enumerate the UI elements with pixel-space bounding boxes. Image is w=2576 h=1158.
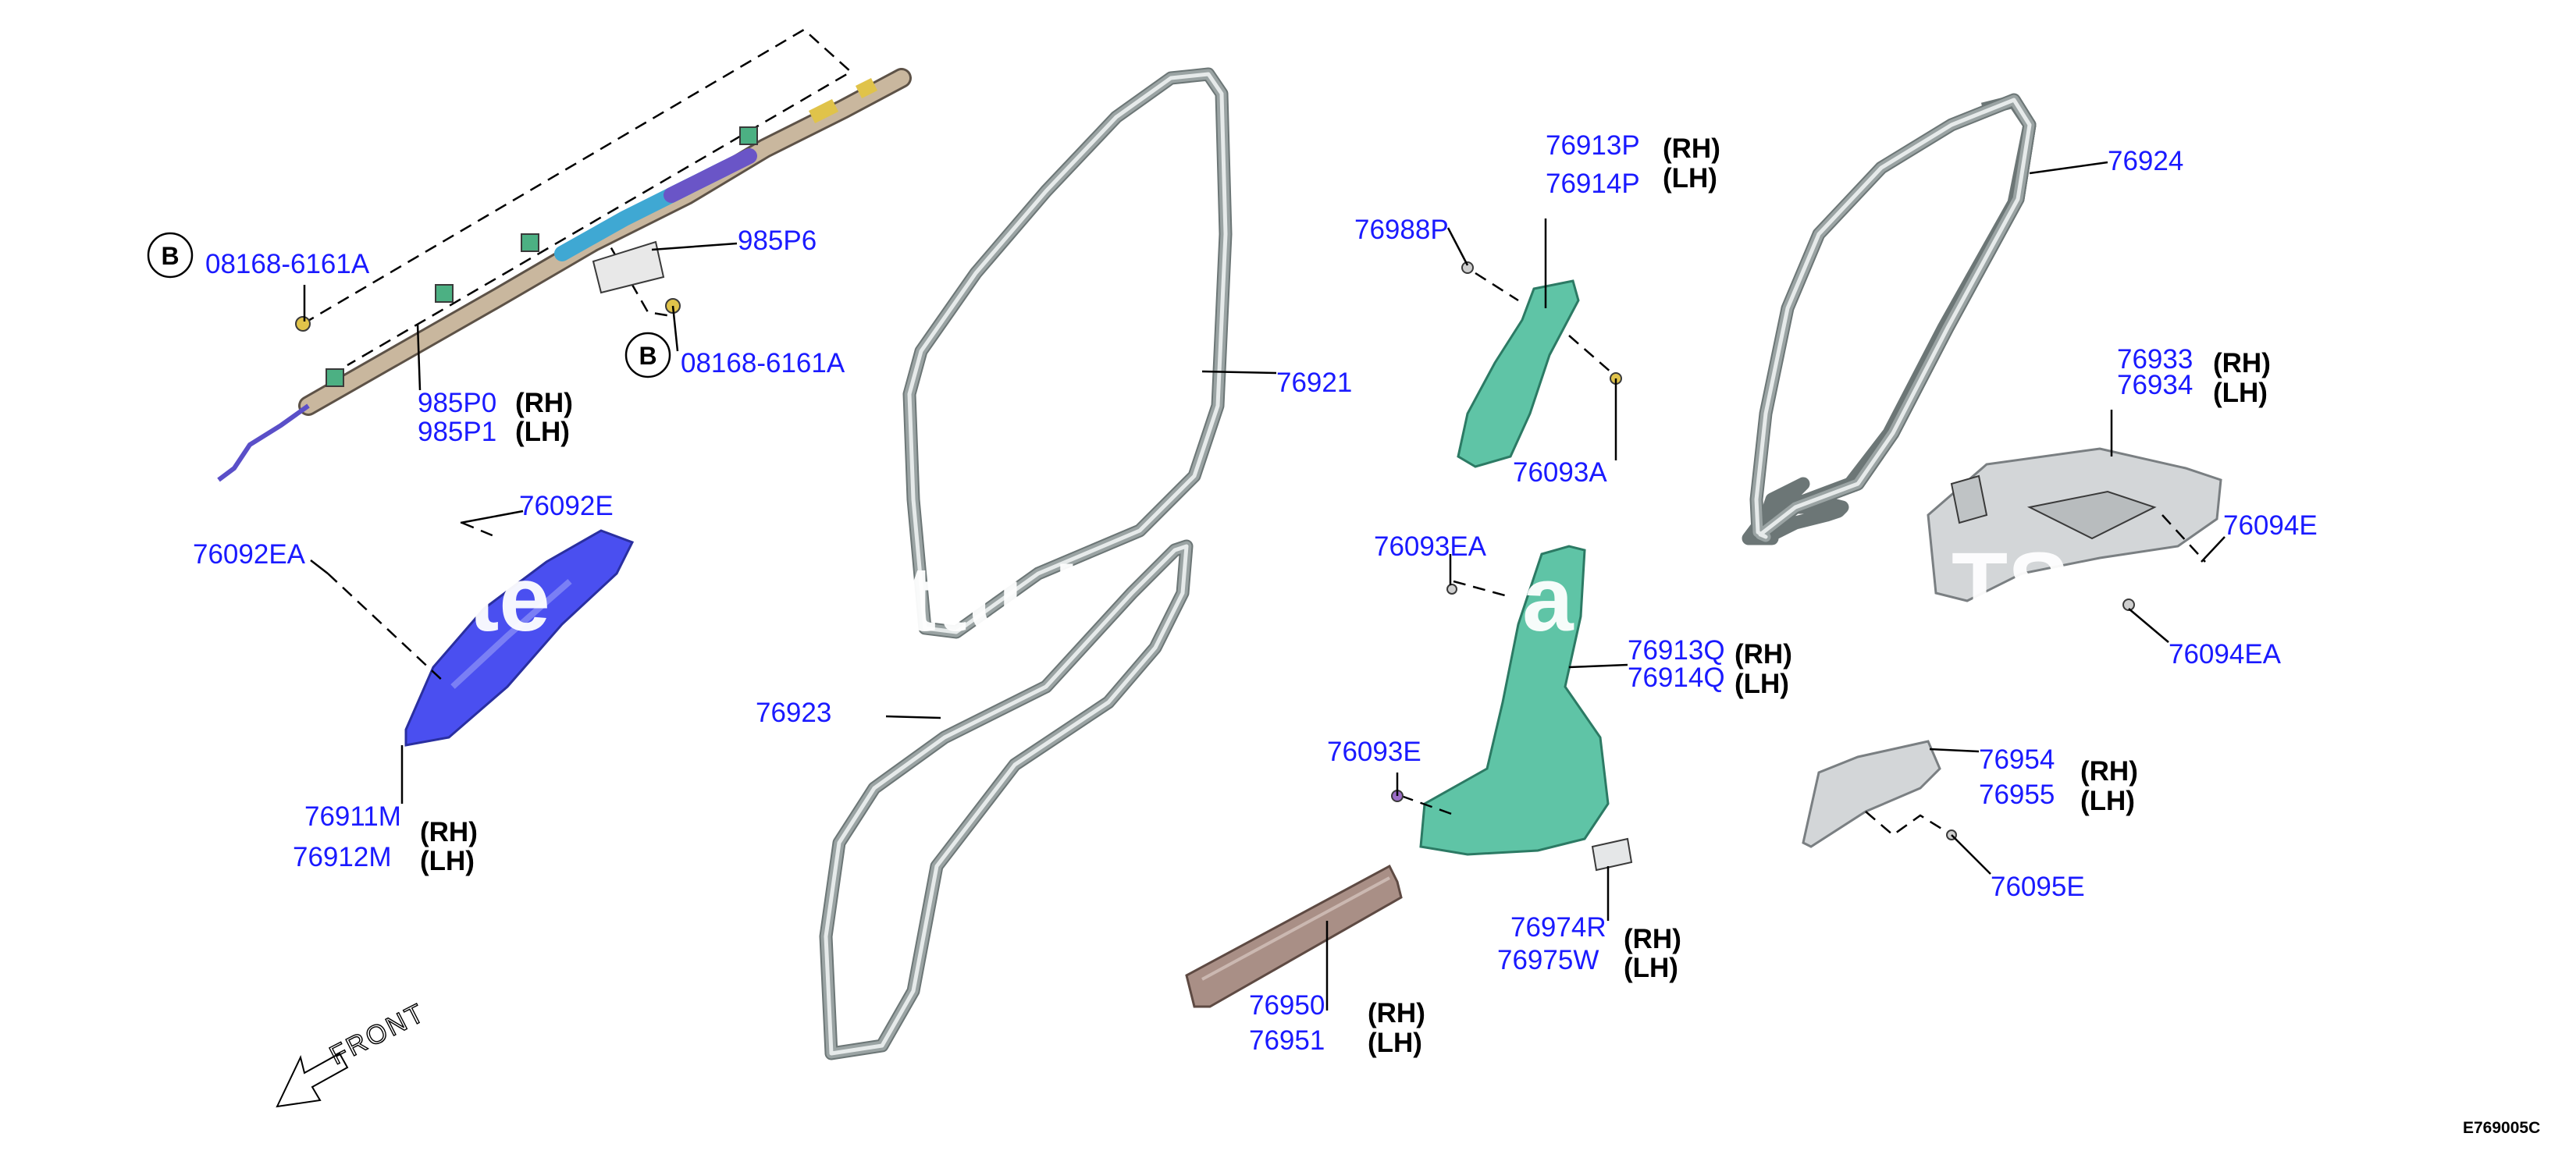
part-number: 985P6 (738, 226, 817, 256)
rear-door-opening-seal-loop (1749, 93, 2037, 544)
side-rh: (RH) (1735, 639, 1792, 670)
clip-icon (1446, 584, 1457, 595)
part-number: 76913Q (1628, 635, 1725, 666)
part-number: 76913P (1546, 130, 1640, 161)
side-lh: (LH) (1735, 669, 1789, 699)
clip-icon (295, 316, 311, 332)
front-direction-arrow: FRONT (276, 997, 431, 1108)
part-number: 76924 (2108, 146, 2183, 176)
part-number: 76911M (304, 801, 401, 832)
part-number: 76955 (1979, 780, 2055, 810)
part-number: 76912M (293, 842, 391, 872)
part-number: 76954 (1979, 744, 2055, 775)
side-lh: (LH) (1624, 953, 1678, 983)
svg-text:te: te (468, 548, 550, 651)
upper-center-pillar-trim (1457, 261, 1622, 468)
part-number: 76975W (1497, 945, 1599, 975)
part-number: 76093A (1513, 457, 1607, 488)
part-number: 76934 (2117, 370, 2193, 400)
kicking-plate (1185, 864, 1403, 1008)
curtain-airbag-assembly (217, 28, 912, 482)
leader-lines (303, 161, 2226, 1011)
part-number: 76950 (1249, 990, 1325, 1021)
rear-pillar-trim (1927, 447, 2222, 611)
lower-center-pillar-trim (1391, 545, 1633, 872)
part-number: 76974R (1510, 912, 1606, 943)
side-rh: (RH) (420, 817, 478, 847)
side-rh: (RH) (1368, 998, 1425, 1028)
side-rh: (RH) (2213, 348, 2271, 378)
part-number: 76923 (756, 698, 831, 728)
clip-icon (2122, 599, 2135, 611)
side-lh: (LH) (2080, 786, 2135, 816)
part-number: 985P1 (418, 417, 496, 447)
part-number: 76933 (2117, 344, 2193, 375)
part-number: 08168-6161A (205, 249, 370, 279)
callout-b-lower: B (624, 332, 671, 378)
part-number: 76095E (1991, 872, 2085, 902)
rear-door-seal (819, 539, 1194, 1060)
svg-text:B: B (161, 242, 179, 270)
part-number: 76092EA (193, 539, 306, 570)
part-number: 08168-6161A (681, 348, 845, 378)
part-number: 76093E (1327, 737, 1421, 767)
svg-text:l: l (1218, 548, 1244, 651)
part-number: 76914Q (1628, 662, 1725, 693)
side-rh: (RH) (2080, 756, 2138, 787)
part-labels: 08168-6161A 08168-6161A 985P6 985P0 (RH)… (193, 130, 2318, 1058)
svg-text:B: B (639, 342, 656, 370)
side-lh: (LH) (2213, 378, 2268, 408)
rear-side-trim (1802, 740, 1957, 848)
side-rh: (RH) (1663, 133, 1720, 164)
part-number: 76921 (1276, 368, 1352, 398)
side-rh: (RH) (515, 388, 573, 418)
part-number: 76988P (1354, 215, 1449, 245)
front-pillar-finisher (327, 521, 635, 747)
part-number: 76093EA (1374, 531, 1487, 562)
part-number: 76094E (2223, 510, 2318, 541)
svg-text:TS: TS (1952, 534, 2069, 637)
side-lh: (LH) (1368, 1028, 1422, 1058)
side-lh: (LH) (1663, 163, 1717, 194)
side-lh: (LH) (420, 846, 475, 876)
side-rh: (RH) (1624, 924, 1681, 954)
clip-icon (1461, 261, 1474, 274)
svg-text:a: a (1522, 548, 1574, 651)
part-number: 76914P (1546, 169, 1640, 199)
watermark: te ttud l a TS (468, 534, 2069, 651)
part-number: 985P0 (418, 388, 496, 418)
front-label: FRONT (325, 997, 430, 1071)
part-number: 76951 (1249, 1025, 1325, 1056)
svg-text:ttud: ttud (906, 548, 1080, 651)
diagram-code: E769005C (2463, 1119, 2540, 1137)
part-number: 76092E (519, 491, 614, 521)
callout-b-upper: B (147, 232, 194, 279)
part-number: 76094EA (2169, 639, 2282, 670)
side-lh: (LH) (515, 417, 570, 447)
front-door-seal (902, 67, 1233, 639)
